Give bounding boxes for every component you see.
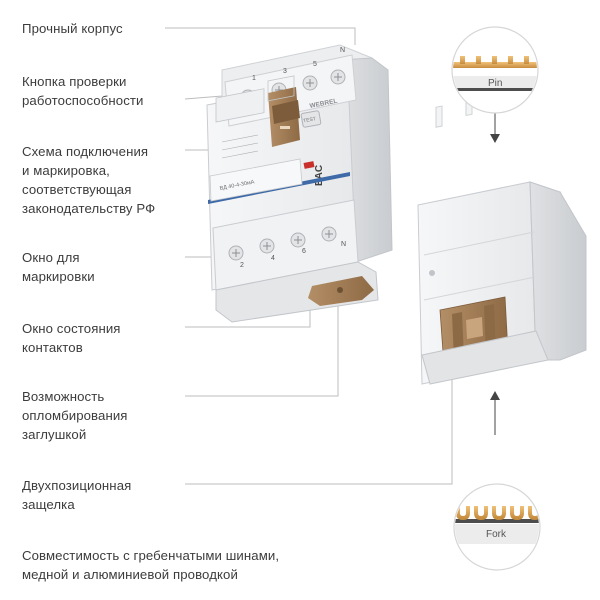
terminal-label-top-n: N [340, 47, 345, 54]
arrow-down-head [490, 134, 500, 143]
rear-side-face [529, 181, 587, 361]
terminal-label-bottom-4: 4 [271, 255, 275, 262]
callout-two-position-latch: Двухпозиционная защелка [22, 478, 132, 512]
callout-marking-window: Окно для маркировки [22, 250, 95, 284]
terminal-label-top-1: 1 [252, 75, 256, 82]
toggle-lever [268, 87, 300, 147]
rear-bottom-step [421, 330, 549, 385]
pin-label: Pin [488, 78, 502, 89]
leader-sealing [185, 285, 339, 397]
eac-mark: EAC [314, 165, 325, 186]
callout-test-button: Кнопка проверки работоспособности [22, 74, 144, 108]
marking-window [209, 158, 303, 202]
rcd-device-front: 1 3 5 N TEST WEBREL EAC ВД 40-4-3 [206, 44, 393, 323]
rcd-device-rear [417, 81, 587, 385]
callout-wiring-scheme: Схема подключения и маркировка, соответс… [22, 144, 156, 216]
test-button-text: TEST [303, 116, 317, 124]
pin-busbar-circle: Pin [451, 26, 539, 114]
terminal-label-bottom-2: 2 [240, 262, 244, 269]
test-button-group: TEST [300, 110, 322, 128]
terminal-label-bottom-6: 6 [302, 248, 306, 255]
bottom-terminal-screws [228, 226, 337, 261]
fork-label: Fork [486, 529, 507, 540]
device-base [215, 261, 379, 323]
callout-busbar-compatibility: Совместимость с гребенчатыми шинами, мед… [22, 548, 280, 582]
arrow-up-head [490, 391, 500, 400]
callout-strong-body: Прочный корпус [22, 21, 123, 36]
callout-sealing-option: Возможность опломбирования заглушкой [22, 389, 128, 442]
leader-latch [185, 340, 453, 485]
fork-busbar-circle: Fork [453, 483, 541, 571]
wiring-scheme-box [215, 75, 295, 159]
terminal-label-top-5: 5 [313, 61, 317, 68]
contact-status-window [303, 161, 315, 169]
terminal-label-top-3: 3 [283, 68, 287, 75]
terminal-label-bottom-n: N [341, 241, 346, 248]
callout-contact-status-window: Окно состояния контактов [22, 321, 121, 355]
leader-strong-body [165, 27, 356, 45]
